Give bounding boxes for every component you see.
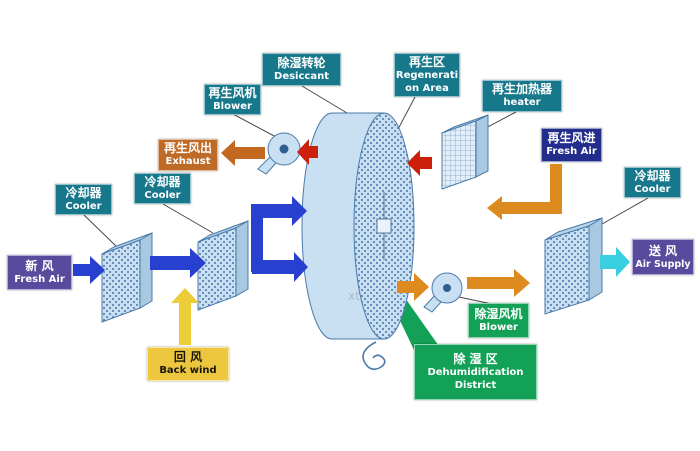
arrow-process-riser bbox=[251, 204, 263, 272]
label-regeneration-area-en1: Regenerati bbox=[395, 70, 459, 81]
label-fresh-air-en: Fresh Air bbox=[14, 273, 65, 285]
label-cooler-left-2: 冷却器 Cooler bbox=[134, 173, 191, 204]
arrow-supply-fan-to-cooler bbox=[467, 269, 530, 297]
heater-front-face bbox=[441, 120, 477, 190]
wheel-curl bbox=[362, 341, 386, 371]
supply-fan bbox=[423, 272, 463, 313]
label-exhaust-zh: 再生风出 bbox=[163, 141, 212, 156]
connector-lines bbox=[83, 85, 649, 305]
regen-fan-hub bbox=[279, 144, 289, 154]
label-exhaust: 再生风出 Exhaust bbox=[158, 139, 218, 171]
label-regen-heater: 再生加热器 heater bbox=[482, 80, 562, 112]
arrow-regen-wheel-outlet bbox=[297, 139, 318, 165]
label-desiccant-wheel: 除湿转轮 Desiccant bbox=[262, 53, 341, 86]
arrow-back-wind-up bbox=[171, 288, 199, 345]
arrow-regen-wheel-inlet bbox=[407, 150, 432, 176]
label-regeneration-area-en2: on Area bbox=[405, 82, 449, 94]
arrow-process-lower-into-wheel bbox=[252, 252, 308, 282]
label-regen-heater-zh: 再生加热器 bbox=[491, 82, 552, 97]
label-back-wind-zh: 回 风 bbox=[173, 350, 203, 365]
label-cooler-left-1-zh: 冷却器 bbox=[65, 185, 102, 200]
label-air-supply-en: Air Supply bbox=[635, 258, 691, 270]
connector-regeneration-area bbox=[395, 96, 416, 134]
label-regen-blower: 再生风机 Blower bbox=[204, 84, 261, 115]
arrow-wheel-to-supply-fan bbox=[397, 273, 429, 301]
label-regen-blower-zh: 再生风机 bbox=[208, 85, 257, 100]
heater-side-face bbox=[475, 114, 489, 178]
arrow-regen-intake-elbow bbox=[487, 164, 562, 220]
connector-regen-blower bbox=[232, 113, 277, 138]
cooler1-side-face bbox=[139, 232, 153, 309]
arrow-regen-intake-horizontal bbox=[502, 202, 562, 214]
label-cooler-right-en: Cooler bbox=[634, 183, 671, 195]
regen-fan bbox=[257, 132, 301, 175]
label-dehumid-blower: 除湿风机 Blower bbox=[468, 303, 529, 338]
cooler1-front-face bbox=[101, 239, 141, 323]
cooler2-side-face bbox=[235, 220, 249, 297]
label-dehumid-district: 除 湿 区 Dehumidification District bbox=[414, 344, 537, 400]
label-cooler-right: 冷却器 Cooler bbox=[624, 167, 681, 198]
connector-desiccant bbox=[301, 85, 348, 114]
cooler-unit-left-2 bbox=[197, 220, 249, 311]
label-desiccant-wheel-en: Desiccant bbox=[274, 70, 329, 82]
arrow-exhaust-out bbox=[221, 140, 265, 166]
label-fresh-air: 新 风 Fresh Air bbox=[7, 255, 72, 290]
label-back-wind: 回 风 Back wind bbox=[147, 347, 229, 381]
label-regen-fresh-air: 再生风进 Fresh Air bbox=[541, 128, 602, 162]
connector-dehumid-blower bbox=[458, 296, 493, 305]
heater-unit bbox=[441, 114, 489, 190]
label-dehumid-blower-zh: 除湿风机 bbox=[474, 306, 523, 321]
desiccant-wheel bbox=[301, 112, 415, 371]
arrow-cooler1-to-cooler2 bbox=[150, 248, 206, 278]
cooler2-front-face bbox=[197, 227, 237, 311]
label-regen-fresh-air-zh: 再生风进 bbox=[547, 131, 596, 146]
label-back-wind-en: Back wind bbox=[159, 365, 217, 377]
cooler-unit-left-1 bbox=[101, 232, 153, 323]
arrow-fresh-air-in bbox=[73, 256, 105, 284]
label-dehumid-district-en2: District bbox=[454, 379, 497, 391]
cooler-unit-right bbox=[544, 217, 603, 315]
label-dehumid-district-zh: 除 湿 区 bbox=[453, 352, 498, 366]
wheel-hub bbox=[376, 218, 392, 234]
label-regen-fresh-air-en: Fresh Air bbox=[546, 146, 597, 158]
connector-cooler-left-2 bbox=[162, 203, 214, 234]
label-regeneration-area-zh: 再生区 bbox=[408, 55, 445, 69]
label-exhaust-en: Exhaust bbox=[165, 156, 211, 168]
label-air-supply: 送 风 Air Supply bbox=[632, 239, 694, 275]
cooler3-front-face bbox=[544, 225, 590, 315]
label-cooler-left-1: 冷却器 Cooler bbox=[55, 184, 112, 215]
arrow-regen-intake-vertical bbox=[550, 164, 562, 214]
supply-fan-hub bbox=[443, 284, 451, 292]
label-dehumid-blower-en: Blower bbox=[479, 321, 518, 333]
connector-cooler-left-1 bbox=[83, 214, 118, 248]
label-cooler-left-1-en: Cooler bbox=[65, 200, 102, 212]
process-air-arrows bbox=[73, 196, 308, 284]
label-regeneration-area: 再生区 Regenerati on Area bbox=[394, 53, 460, 97]
label-dehumid-district-en1: Dehumidification bbox=[427, 367, 524, 378]
arrow-air-supply-out bbox=[600, 247, 630, 277]
label-cooler-left-2-zh: 冷却器 bbox=[144, 174, 181, 189]
label-cooler-right-zh: 冷却器 bbox=[634, 168, 671, 183]
arrow-process-upper-into-wheel bbox=[263, 196, 307, 226]
label-regen-blower-en: Blower bbox=[213, 100, 252, 112]
label-cooler-left-2-en: Cooler bbox=[144, 189, 181, 201]
label-fresh-air-zh: 新 风 bbox=[25, 258, 54, 273]
arrow-regen-intake-head bbox=[487, 196, 502, 220]
label-desiccant-wheel-zh: 除湿转轮 bbox=[277, 55, 326, 70]
watermark-text: xt bbox=[348, 289, 360, 303]
label-air-supply-zh: 送 风 bbox=[648, 243, 678, 258]
label-regen-heater-en: heater bbox=[503, 97, 541, 109]
